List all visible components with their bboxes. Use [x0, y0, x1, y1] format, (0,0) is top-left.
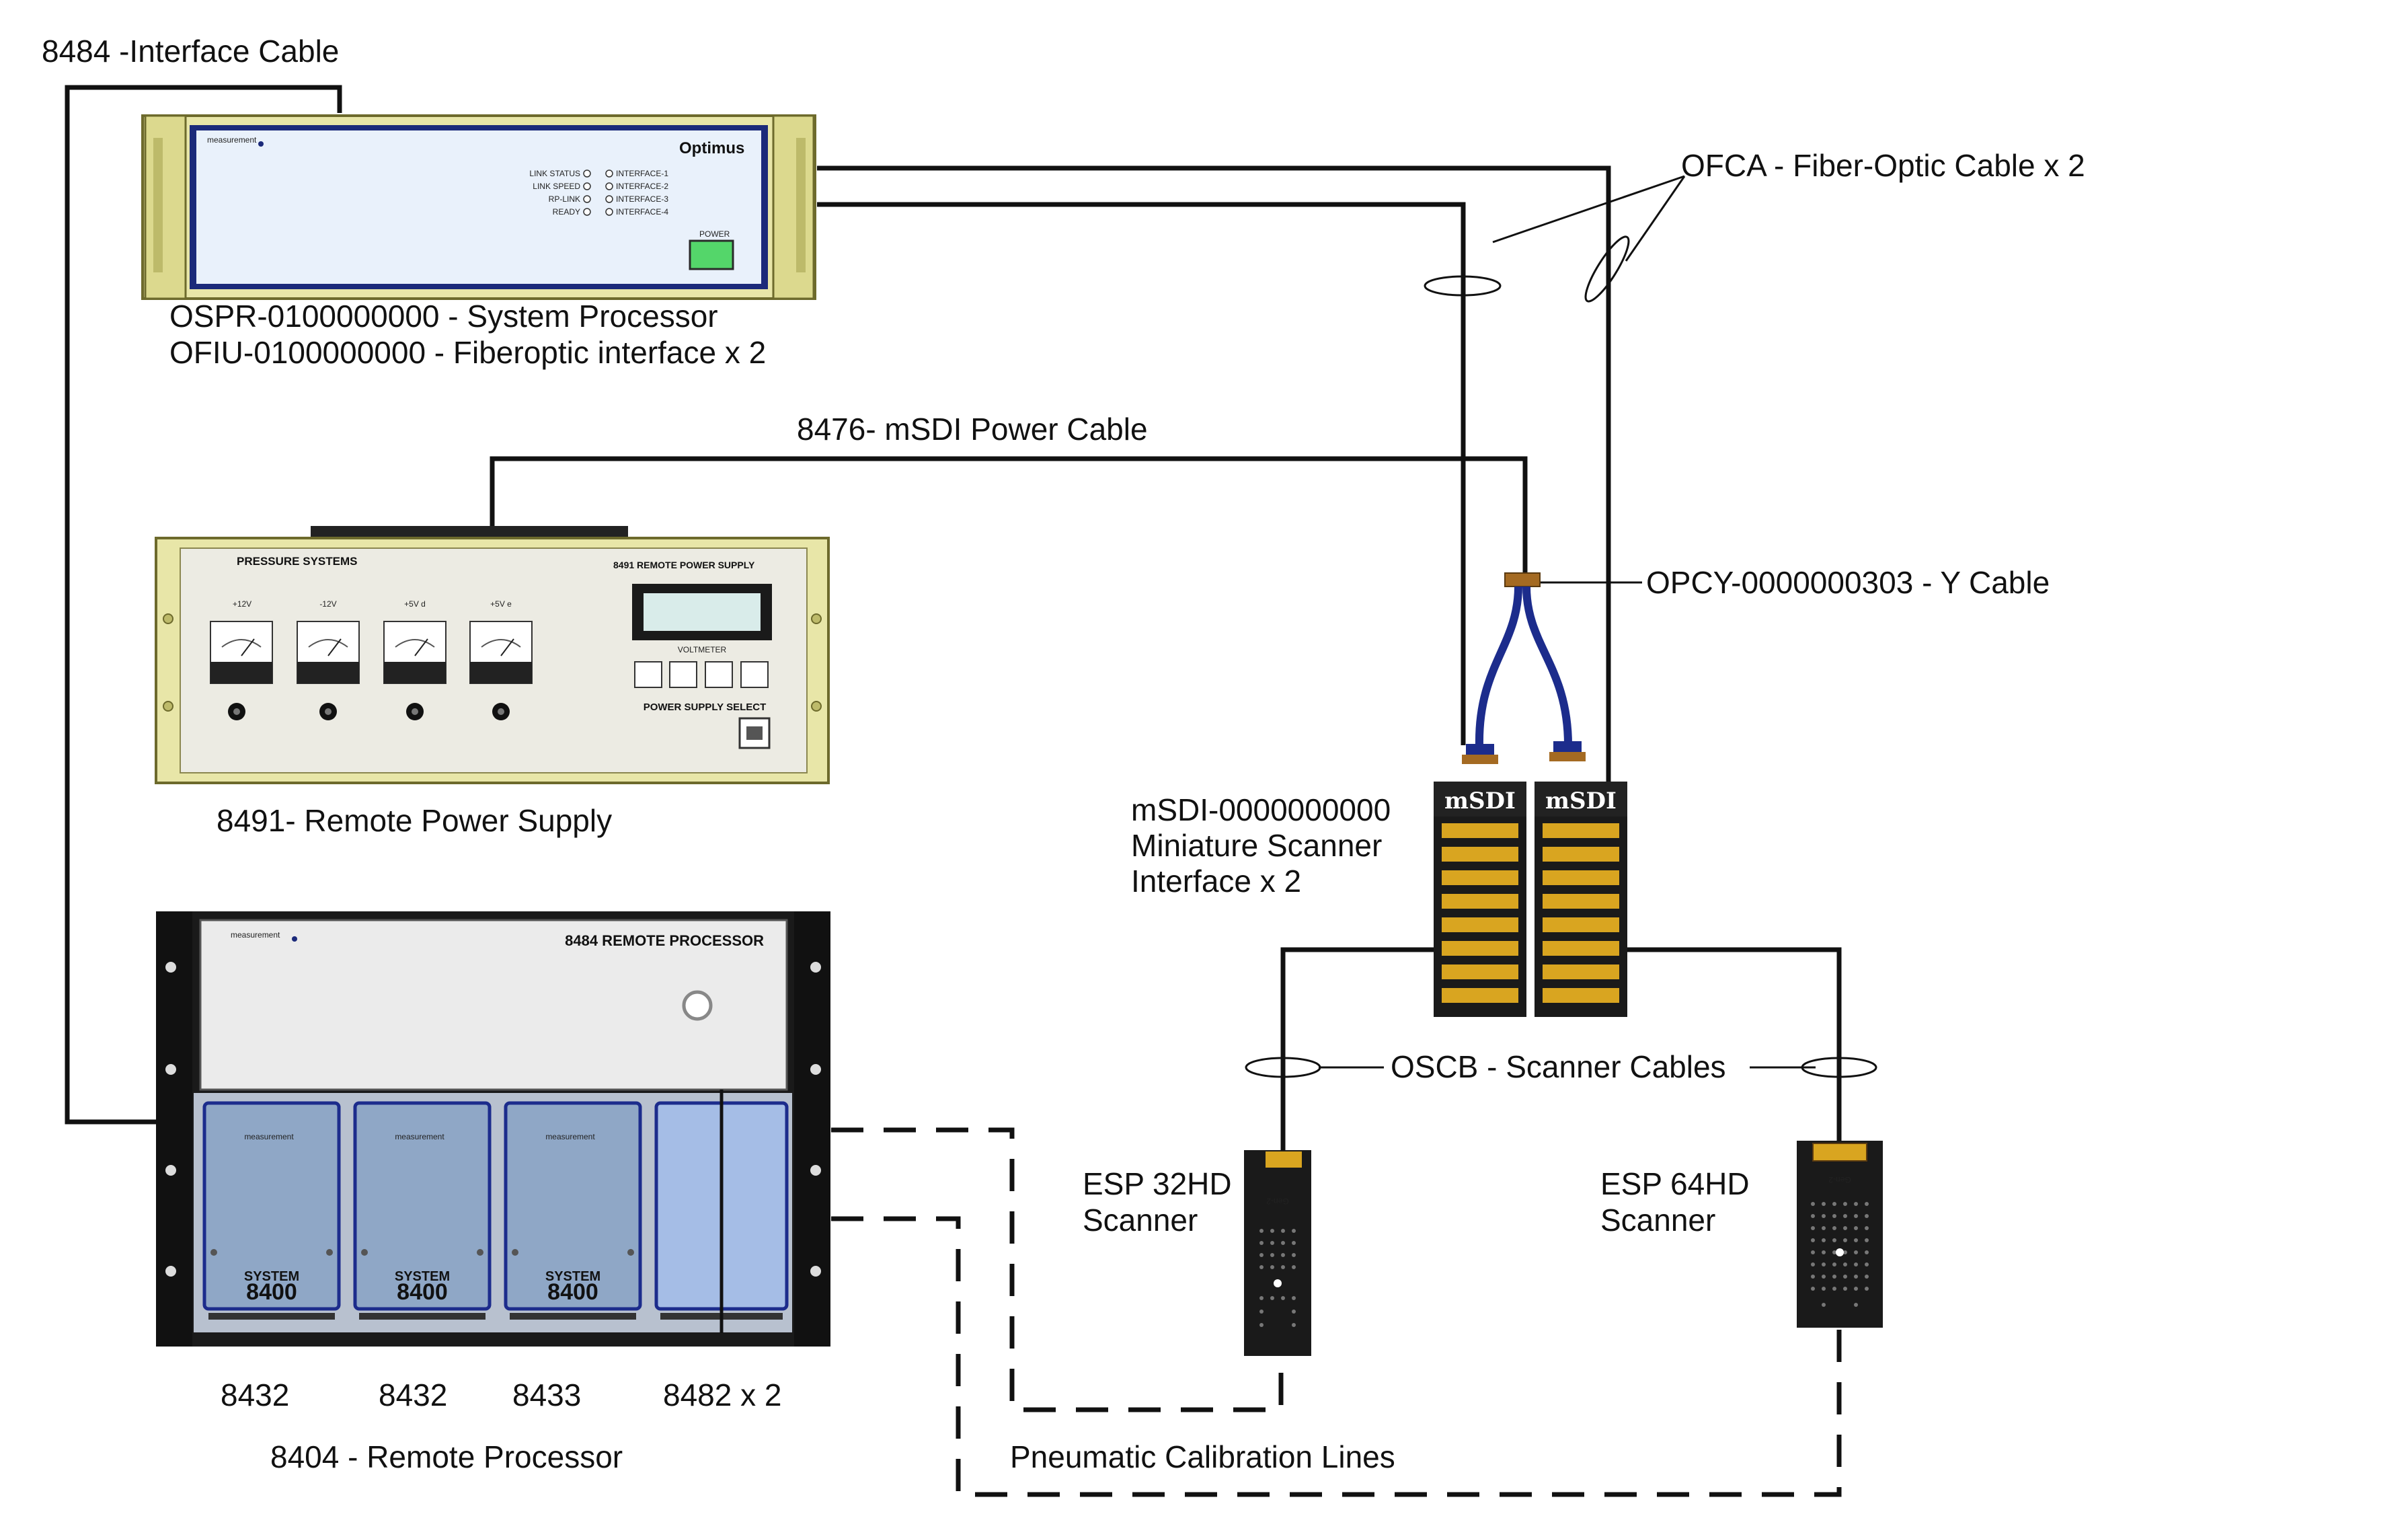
module-system-word: SYSTEM — [545, 1269, 600, 1284]
brand-dots-icon — [292, 936, 297, 942]
power-button — [689, 239, 734, 270]
msdi-unit-2: mSDI — [1535, 782, 1627, 1017]
interface-label: INTERFACE-3 — [616, 194, 668, 204]
y-cable — [1462, 572, 1586, 764]
module-8482-label: 8482 x 2 — [663, 1377, 781, 1412]
interface-led-icon — [605, 208, 613, 216]
brand-dots-icon — [258, 141, 264, 147]
status-led-icon — [583, 182, 591, 190]
meter-label: -12V — [319, 599, 336, 609]
interface-label: INTERFACE-1 — [616, 169, 668, 178]
system-processor-label: OSPR-0100000000 - System Processor — [169, 299, 718, 334]
y-cable-label: OPCY-0000000303 - Y Cable — [1646, 565, 2050, 600]
optimus-system-processor: measurement Optimus LINK STATUS LINK SPE… — [141, 114, 816, 300]
rp-title: 8484 REMOTE PROCESSOR — [565, 932, 764, 949]
interface-led-icon — [605, 182, 613, 190]
module-slot-1: measurement SYSTEM 8400 — [202, 1101, 341, 1320]
esp64-label-line1: ESP 64HD — [1600, 1166, 1750, 1201]
msdi-name: mSDI — [1545, 788, 1617, 815]
interface-cable — [65, 85, 342, 1125]
msdi-label-line2: Miniature Scanner — [1131, 828, 1382, 863]
diagram-labels: 8484 -Interface Cable OSPR-0100000000 - … — [42, 34, 2085, 1474]
esp-64hd-scanner: Gen-2 — [1797, 1141, 1883, 1328]
module-8432-b-label: 8432 — [379, 1377, 447, 1412]
status-label: RP-LINK — [549, 194, 580, 204]
esp32-label-line2: Scanner — [1083, 1203, 1198, 1238]
power-label: POWER — [699, 229, 730, 239]
msdi-name: mSDI — [1444, 788, 1516, 815]
interface-cable-label: 8484 -Interface Cable — [42, 34, 339, 69]
psu-model: 8491 REMOTE POWER SUPPLY — [613, 560, 755, 570]
voltmeter: VOLTMETER — [632, 584, 772, 654]
msdi-unit-1: mSDI — [1434, 782, 1526, 1017]
fiber-optic-cables — [817, 165, 1611, 782]
module-system-num: 8400 — [246, 1279, 297, 1305]
status-label: LINK STATUS — [529, 169, 580, 178]
remote-processor-label: 8404 - Remote Processor — [270, 1439, 623, 1474]
analog-meter-icon — [383, 621, 446, 684]
callout-leaders — [1319, 175, 1816, 1069]
fiberoptic-interface-label: OFIU-0100000000 - Fiberoptic interface x… — [169, 335, 766, 370]
meter-label: +12V — [233, 599, 251, 609]
msdi-power-cable — [490, 456, 1528, 573]
status-label: LINK SPEED — [533, 182, 580, 191]
fiber-optic-cable-label: OFCA - Fiber-Optic Cable x 2 — [1681, 148, 2085, 183]
analog-meter-icon — [297, 621, 360, 684]
scanner-cables — [1280, 947, 1842, 1153]
remote-power-supply: PRESSURE SYSTEMS 8491 REMOTE POWER SUPPL… — [155, 526, 830, 784]
pneumatic-calibration-lines — [831, 1127, 1842, 1497]
module-system-num: 8400 — [397, 1279, 448, 1305]
status-led-icon — [583, 208, 591, 216]
power-knob-icon — [682, 990, 713, 1021]
psu-brand: PRESSURE SYSTEMS — [237, 555, 358, 568]
module-system-word: SYSTEM — [244, 1269, 299, 1284]
remote-power-supply-label: 8491- Remote Power Supply — [217, 803, 612, 838]
status-led-icon — [583, 195, 591, 203]
status-led-icon — [583, 169, 591, 178]
voltmeter-label: VOLTMETER — [678, 645, 727, 654]
rp-brand: measurement — [231, 930, 280, 940]
cable-markers — [1245, 235, 1877, 1078]
module-brand: measurement — [545, 1132, 595, 1141]
status-label: READY — [553, 207, 580, 217]
optimus-name: Optimus — [679, 139, 744, 157]
msdi-label-line3: Interface x 2 — [1131, 864, 1301, 899]
meter-label: +5V e — [490, 599, 512, 609]
msdi-power-cable-label: 8476- mSDI Power Cable — [797, 412, 1148, 447]
supply-select-buttons: POWER SUPPLY SELECT — [634, 661, 771, 749]
module-slot-2: measurement SYSTEM 8400 — [353, 1101, 492, 1320]
meter-group: +12V -12V +5V d +5V e — [210, 599, 533, 720]
analog-meter-icon — [469, 621, 533, 684]
msdi-label-line1: mSDI-0000000000 — [1131, 792, 1391, 827]
esp32-label-line1: ESP 32HD — [1083, 1166, 1232, 1201]
interface-led-icon — [605, 169, 613, 178]
module-brand: measurement — [244, 1132, 294, 1141]
scanner-tag: Gen-2 — [1266, 1197, 1289, 1206]
module-slot-3: measurement SYSTEM 8400 — [504, 1101, 642, 1320]
remote-processor: measurement 8484 REMOTE PROCESSOR measur… — [156, 911, 830, 1347]
module-system-word: SYSTEM — [395, 1269, 450, 1284]
module-system-num: 8400 — [547, 1279, 598, 1305]
supply-select-label: POWER SUPPLY SELECT — [644, 702, 767, 713]
optimus-brand: measurement — [207, 135, 257, 145]
esp64-label-line2: Scanner — [1600, 1203, 1715, 1238]
meter-label: +5V d — [404, 599, 426, 609]
interface-label: INTERFACE-2 — [616, 182, 668, 191]
interface-label: INTERFACE-4 — [616, 207, 668, 217]
pneumatic-lines-label: Pneumatic Calibration Lines — [1010, 1439, 1395, 1474]
module-brand: measurement — [395, 1132, 444, 1141]
optimus-status-labels: LINK STATUS LINK SPEED RP-LINK READY INT… — [529, 169, 668, 217]
scanner-tag: Gen-2 — [1828, 1175, 1851, 1184]
module-8433-label: 8433 — [512, 1377, 581, 1412]
module-8432-a-label: 8432 — [221, 1377, 289, 1412]
interface-led-icon — [605, 195, 613, 203]
analog-meter-icon — [210, 621, 273, 684]
scanner-cables-label: OSCB - Scanner Cables — [1391, 1049, 1726, 1084]
esp-32hd-scanner: Gen-2 — [1244, 1150, 1311, 1356]
